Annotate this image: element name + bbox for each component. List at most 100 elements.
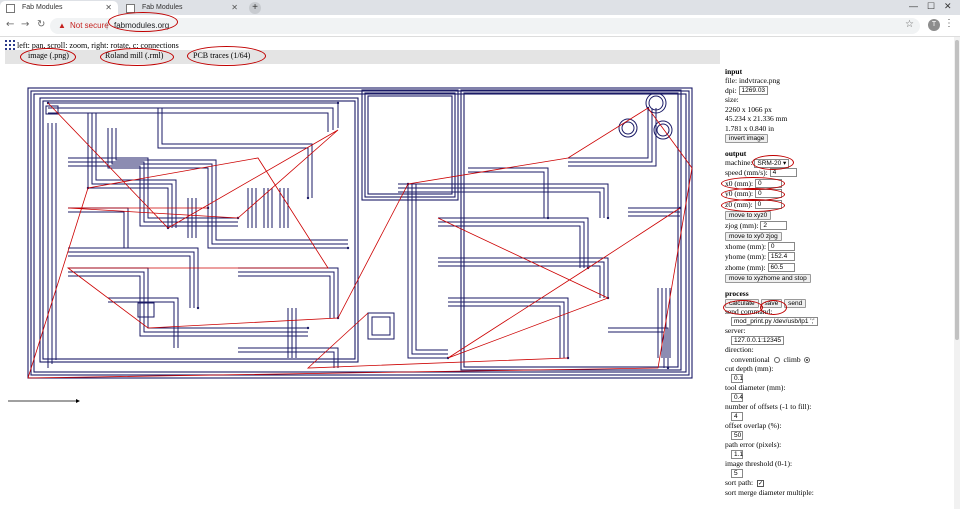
send-command-field[interactable]: mod_print.py /dev/usb/lp1 ';'	[731, 316, 818, 326]
connection-lines	[27, 102, 693, 379]
speed-label: speed (mm/s):	[725, 168, 768, 177]
z0-field[interactable]: 0	[754, 199, 782, 209]
trace-path	[628, 207, 680, 217]
connection-path	[47, 102, 339, 229]
trace-region	[364, 92, 456, 198]
security-label[interactable]: Not secure	[70, 21, 109, 30]
trace-path	[287, 308, 297, 358]
module-pcb-traces[interactable]: PCB traces (1/64)	[193, 51, 251, 60]
trace-path	[398, 183, 609, 218]
toolpath-canvas[interactable]	[8, 68, 720, 413]
pad	[367, 312, 395, 340]
server-field[interactable]: 127.0.0.1:12345	[731, 335, 784, 345]
trace-path	[207, 168, 348, 249]
pad	[656, 123, 670, 137]
conventional-radio[interactable]	[773, 356, 780, 363]
move-to-xyzhome-button[interactable]: move to xyzhome and stop	[725, 274, 811, 283]
close-window-icon[interactable]: ✕	[944, 1, 952, 11]
y0-field[interactable]: 0	[755, 189, 782, 198]
tab-title: Fab Modules	[142, 4, 183, 11]
tab-bar: Fab Modules ✕ Fab Modules ✕ + — ☐ ✕	[0, 0, 960, 15]
machine-label: machine:	[725, 157, 753, 167]
move-to-xy0-zjog-button[interactable]: move to xy0 zjog	[725, 232, 782, 241]
machine-select[interactable]: SRM-20 ▾	[754, 158, 790, 168]
sort-path-checkbox[interactable]: ✓	[757, 479, 764, 487]
trace-region	[367, 95, 453, 195]
tool-diameter-label: tool diameter (mm):	[725, 383, 786, 392]
new-tab-button[interactable]: +	[249, 2, 261, 14]
x0-field[interactable]: 0	[755, 178, 782, 188]
minimize-icon[interactable]: —	[909, 1, 918, 11]
tool-diameter-field[interactable]: 0.4	[731, 392, 743, 402]
module-roland-mill[interactable]: Roland mill (.rml)	[105, 51, 164, 60]
pad	[645, 92, 667, 114]
maximize-icon[interactable]: ☐	[927, 1, 936, 11]
path-error-label: path error (pixels):	[725, 440, 782, 449]
process-heading: process	[725, 288, 749, 298]
module-image-png[interactable]: image (.png)	[28, 51, 69, 60]
trace-path	[187, 198, 197, 238]
dpi-label: dpi:	[725, 85, 737, 95]
overlap-field[interactable]: 50	[731, 430, 743, 440]
offsets-field[interactable]: 4	[731, 411, 743, 421]
speed-field[interactable]: 4	[769, 168, 797, 177]
xhome-field[interactable]: 0	[767, 241, 795, 251]
tab-fab-modules-2[interactable]: Fab Modules ✕	[120, 1, 244, 15]
trace-path	[448, 297, 569, 358]
address-bar: ← → ↻ ▲ Not secure | fabmodules.org ☆	[0, 12, 960, 37]
threshold-label: image threshold (0-1):	[725, 459, 793, 468]
connection-path	[437, 207, 681, 359]
machine-value: SRM-20	[757, 159, 782, 167]
tab-fab-modules-1[interactable]: Fab Modules ✕	[0, 1, 118, 15]
trace-path	[438, 257, 609, 298]
climb-label: climb	[783, 354, 801, 364]
zjog-label: zjog (mm):	[725, 220, 759, 230]
send-button[interactable]: send	[784, 298, 807, 308]
size-in: 1.781 x 0.840 in	[725, 123, 774, 133]
trace-path	[438, 217, 589, 268]
pads	[45, 92, 673, 340]
output-heading: output	[725, 148, 747, 158]
close-icon[interactable]: ✕	[231, 3, 238, 12]
pad	[621, 121, 635, 135]
dpi-field[interactable]: 1269.03	[738, 85, 769, 95]
trace-paths	[47, 102, 680, 368]
send-command-label: send command:	[725, 307, 773, 316]
cut-depth-field[interactable]: 0.1	[731, 373, 743, 383]
close-icon[interactable]: ✕	[105, 3, 112, 12]
trace-path	[657, 288, 671, 358]
size-px: 2260 x 1066 px	[725, 104, 772, 114]
reload-icon[interactable]: ↻	[37, 19, 46, 30]
url-input[interactable]: ▲ Not secure | fabmodules.org ☆	[50, 18, 920, 34]
server-label: server:	[725, 326, 746, 335]
url-text[interactable]: fabmodules.org	[114, 21, 170, 30]
controls-hint: left: pan, scroll: zoom, right: rotate, …	[17, 41, 179, 50]
zjog-field[interactable]: 2	[760, 220, 788, 230]
back-icon[interactable]: ←	[6, 19, 15, 30]
threshold-field[interactable]: 5	[731, 468, 743, 478]
path-error-field[interactable]: 1.1	[731, 449, 743, 459]
yhome-field[interactable]: 152.4	[767, 252, 795, 261]
menu-icon[interactable]: ⋮	[944, 18, 954, 29]
board-outline	[33, 93, 687, 373]
trace-path	[238, 347, 339, 368]
connection-path	[27, 107, 693, 379]
y0-label: y0 (mm):	[725, 189, 754, 198]
parameter-panel: input file: indvtrace.png dpi: 1269.03 s…	[725, 66, 955, 497]
star-icon[interactable]: ☆	[905, 19, 914, 30]
forward-icon[interactable]: →	[21, 19, 30, 30]
pad	[653, 120, 673, 140]
move-to-xyz0-button[interactable]: move to xyz0	[725, 211, 772, 220]
zhome-field[interactable]: 60.5	[767, 262, 795, 272]
avatar[interactable]: T	[928, 19, 940, 31]
trace-path	[568, 108, 657, 167]
invert-image-button[interactable]: invert image	[725, 134, 769, 143]
trace-region	[460, 89, 682, 371]
trace-path	[108, 297, 179, 348]
page-icon	[6, 4, 15, 13]
climb-radio[interactable]	[804, 356, 811, 363]
zhome-label: zhome (mm):	[725, 262, 766, 272]
input-file: file: indvtrace.png	[725, 76, 780, 85]
scrollbar-thumb[interactable]	[955, 40, 959, 340]
trace-path	[468, 167, 549, 218]
